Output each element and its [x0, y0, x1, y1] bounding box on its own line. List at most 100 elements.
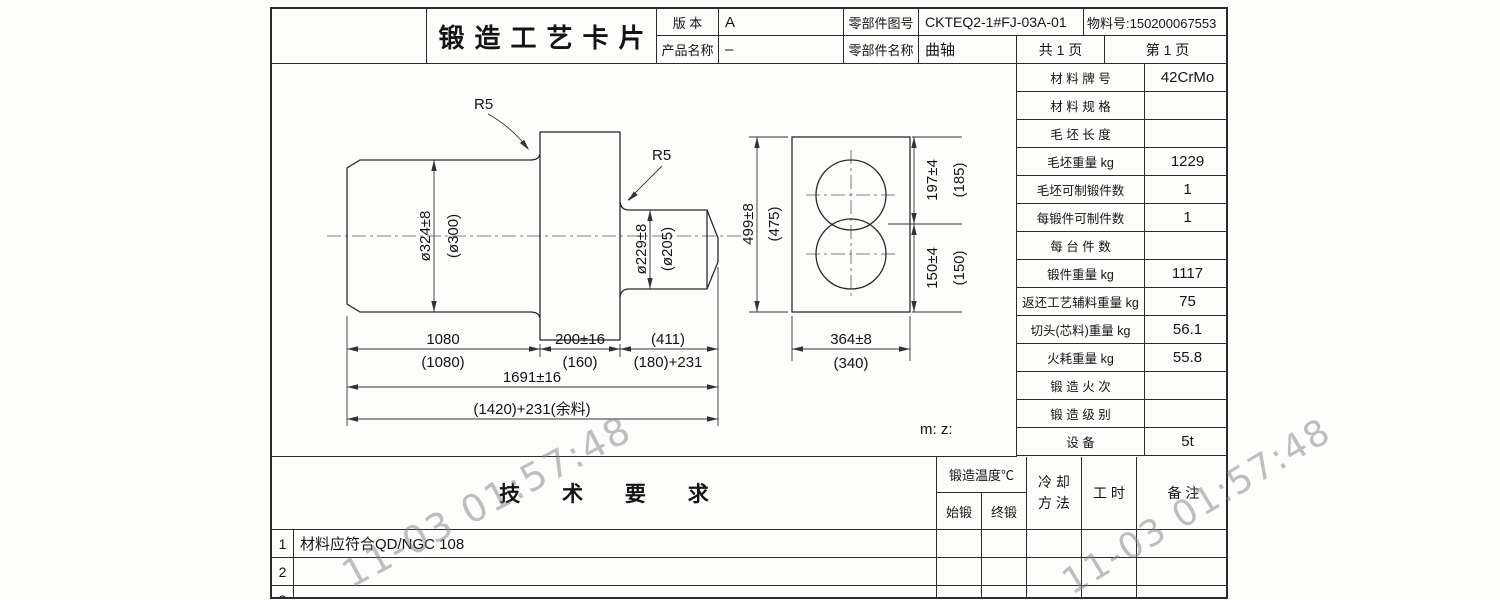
- req-row-cell: [1027, 558, 1082, 586]
- dim-len-seg1: 1080: [426, 331, 459, 348]
- material-row-label: 毛坯重量 kg: [1017, 148, 1145, 176]
- req-row-cell: [1137, 558, 1226, 586]
- dim-len-seg2: 200±16: [555, 331, 605, 348]
- part-name-label: 零部件名称: [844, 36, 919, 64]
- part-name-value: 曲轴: [919, 36, 1017, 64]
- material-row-value: 1: [1145, 176, 1226, 204]
- req-row-cell: [982, 586, 1027, 597]
- tech-requirements-title: 技 术 要 求: [272, 457, 937, 530]
- dim-dia-main: ø324±8: [417, 211, 434, 262]
- material-row-value: 1117: [1145, 260, 1226, 288]
- dim-offset-bottom: 150±4: [924, 247, 941, 289]
- centerlines: [327, 150, 896, 300]
- req-row-cell: [1082, 530, 1137, 558]
- part-drawing-no-value: CKTEQ2-1#FJ-03A-01: [919, 9, 1084, 36]
- total-pages: 共 1 页: [1017, 36, 1105, 64]
- process-card-sheet: 锻造工艺卡片 版 本 A 零部件图号 CKTEQ2-1#FJ-03A-01 物料…: [270, 7, 1228, 599]
- material-row-label: 每锻件可制件数: [1017, 204, 1145, 232]
- material-row-value: [1145, 92, 1226, 120]
- dim-offset-top-ref: (185): [951, 162, 968, 197]
- page-number: 第 1 页: [1105, 36, 1226, 64]
- dim-len-seg3-ref: (180)+231: [634, 354, 703, 371]
- product-name-value: –: [719, 36, 844, 64]
- req-row-cell: [937, 530, 982, 558]
- req-row-no: 2: [272, 558, 294, 586]
- fillet-label-right: R5: [652, 147, 671, 164]
- material-row-value: [1145, 232, 1226, 260]
- material-row-value: 55.8: [1145, 344, 1226, 372]
- dim-len-seg1-ref: (1080): [421, 354, 464, 371]
- work-hours-label: 工 时: [1082, 457, 1137, 530]
- title-block-blank: [272, 9, 427, 64]
- material-row-value: [1145, 372, 1226, 400]
- req-row-cell: [1082, 586, 1137, 597]
- material-row-label: 每 台 件 数: [1017, 232, 1145, 260]
- req-row-cell: [1027, 530, 1082, 558]
- dim-dia-journal-ref: (ø205): [659, 227, 676, 271]
- forging-temp-header: 锻造温度℃: [937, 457, 1027, 493]
- dim-offset-top: 197±4: [924, 159, 941, 201]
- cooling-method-line2: 方 法: [1038, 495, 1070, 511]
- material-row-label: 材 料 规 格: [1017, 92, 1145, 120]
- material-row-value: 42CrMo: [1145, 64, 1226, 92]
- dim-height-total: 499±8: [740, 203, 757, 245]
- req-row-text: 材料应符合QD/NGC 108: [294, 530, 937, 558]
- req-row-no: 3: [272, 586, 294, 597]
- material-row-label: 锻 造 火 次: [1017, 372, 1145, 400]
- dim-offset-bottom-ref: (150): [951, 250, 968, 285]
- material-row-label: 锻 造 级 别: [1017, 400, 1145, 428]
- dim-dia-main-ref: (ø300): [445, 214, 462, 258]
- material-row-label: 设 备: [1017, 428, 1145, 456]
- req-row-cell: [937, 558, 982, 586]
- req-row-text: [294, 558, 937, 586]
- cooling-method-line1: 冷 却: [1038, 474, 1070, 490]
- end-forging-label: 终锻: [982, 493, 1027, 530]
- material-no: 物料号:150200067553: [1084, 9, 1226, 36]
- req-row-cell: [1027, 586, 1082, 597]
- crankshaft-drawing: R5 R5 ø324±8 (ø300) ø229±8 (ø205) 1080 (…: [327, 96, 968, 438]
- dimension-texts: R5 R5 ø324±8 (ø300) ø229±8 (ø205) 1080 (…: [417, 96, 968, 438]
- shaft-end-view: [791, 136, 911, 313]
- start-forging-label: 始锻: [937, 493, 982, 530]
- card-title: 锻造工艺卡片: [427, 9, 657, 64]
- drawing-area: R5 R5 ø324±8 (ø300) ø229±8 (ø205) 1080 (…: [272, 64, 1017, 457]
- fillet-label-left: R5: [474, 96, 493, 113]
- product-name-label: 产品名称: [657, 36, 719, 64]
- req-row-cell: [1137, 586, 1226, 597]
- req-row-cell: [937, 586, 982, 597]
- dim-len-seg3: (411): [651, 331, 685, 348]
- material-row-value: 1: [1145, 204, 1226, 232]
- version-value: A: [719, 9, 844, 36]
- material-row-value: 5t: [1145, 428, 1226, 456]
- req-row-cell: [1137, 530, 1226, 558]
- remarks-label: 备 注: [1137, 457, 1226, 530]
- drawing-note: m: z:: [920, 421, 953, 438]
- dim-width-end-ref: (340): [833, 355, 868, 372]
- dimension-lines: [346, 113, 962, 426]
- material-row-label: 火耗重量 kg: [1017, 344, 1145, 372]
- req-row-cell: [1082, 558, 1137, 586]
- req-row-no: 1: [272, 530, 294, 558]
- material-row-value: [1145, 120, 1226, 148]
- req-row-cell: [982, 558, 1027, 586]
- material-row-label: 材 料 牌 号: [1017, 64, 1145, 92]
- dim-width-end: 364±8: [830, 331, 872, 348]
- dim-len-seg2-ref: (160): [562, 354, 597, 371]
- material-row-label: 切头(芯料)重量 kg: [1017, 316, 1145, 344]
- shaft-side-view: [346, 131, 719, 341]
- dim-len-total-ref: (1420)+231(余料): [473, 400, 590, 418]
- req-row-cell: [982, 530, 1027, 558]
- version-label: 版 本: [657, 9, 719, 36]
- material-row-label: 返还工艺辅料重量 kg: [1017, 288, 1145, 316]
- material-row-label: 毛 坯 长 度: [1017, 120, 1145, 148]
- material-row-value: 75: [1145, 288, 1226, 316]
- dim-height-total-ref: (475): [766, 206, 783, 241]
- material-row-value: 1229: [1145, 148, 1226, 176]
- material-row-value: [1145, 400, 1226, 428]
- dim-dia-journal: ø229±8: [633, 224, 650, 275]
- cooling-method-label: 冷 却 方 法: [1027, 457, 1082, 530]
- req-row-text: [294, 586, 937, 597]
- dimension-arrowheads: [347, 137, 917, 422]
- material-row-label: 毛坯可制锻件数: [1017, 176, 1145, 204]
